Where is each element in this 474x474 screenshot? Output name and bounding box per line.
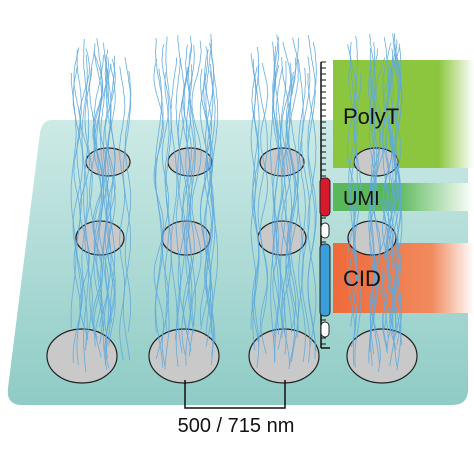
oligo-strand: [185, 64, 193, 329]
capture-spot: [148, 328, 220, 384]
oligo-strand: [383, 48, 394, 334]
oligo-strand: [185, 44, 192, 366]
oligo-strand: [84, 68, 93, 351]
oligo-strand: [155, 37, 164, 368]
oligo-strand: [122, 57, 132, 361]
oligo-strand: [272, 34, 280, 335]
umi-segment: [319, 177, 331, 217]
oligo-strand: [81, 54, 88, 346]
oligo-strand: [369, 48, 376, 367]
oligo-strand: [88, 43, 96, 347]
oligo-strand: [260, 62, 269, 355]
oligo-strand: [348, 67, 356, 335]
oligo-strand: [76, 49, 82, 365]
oligo-strand: [93, 50, 103, 333]
oligo-strand: [181, 66, 191, 355]
oligo-strand: [381, 68, 390, 354]
oligo-strand: [381, 37, 390, 338]
oligo-strand: [210, 39, 219, 328]
oligo-strand: [368, 63, 378, 364]
oligo-strand: [281, 41, 292, 333]
oligo-strand: [83, 38, 90, 372]
oligo-strand: [191, 40, 202, 326]
oligo-strand: [204, 49, 213, 335]
cid-label: CID: [343, 266, 381, 291]
oligo-strand: [375, 57, 387, 331]
polyt-label: PolyT: [343, 104, 399, 129]
oligo-strand: [288, 37, 299, 332]
capture-spot: [346, 328, 418, 384]
oligo-strand: [286, 57, 297, 328]
oligo-strand: [354, 73, 362, 368]
oligo-strand: [153, 58, 164, 360]
oligo-strand: [272, 64, 283, 338]
oligo-strand: [373, 48, 381, 364]
oligo-strand: [177, 35, 186, 354]
oligo-strand: [98, 56, 109, 328]
oligo-strand: [307, 72, 317, 347]
oligo-strand: [102, 67, 109, 353]
oligo-strand: [301, 56, 311, 363]
oligo-strand: [394, 43, 402, 371]
oligo-strand: [298, 67, 306, 362]
oligo-strand: [124, 71, 132, 333]
oligo-strand: [285, 71, 296, 370]
oligo-strand: [164, 72, 170, 370]
oligo-strand: [274, 46, 282, 362]
oligo-strand: [285, 62, 293, 333]
oligo-strand: [307, 34, 316, 360]
umi-label: UMI: [343, 188, 380, 210]
oligo-strand: [251, 66, 260, 343]
spacing-bracket: [184, 380, 286, 409]
linker-segment: [320, 222, 330, 239]
oligo-strand: [119, 66, 126, 361]
oligo-strand: [104, 49, 111, 365]
spacing-label: 500 / 715 nm: [178, 415, 295, 437]
oligo-strand: [92, 53, 104, 339]
oligo-strand: [257, 64, 268, 347]
oligo-strand: [392, 33, 399, 367]
oligo-strand: [252, 59, 260, 351]
capture-spot: [46, 328, 118, 384]
oligo-strand: [70, 72, 77, 329]
oligo-strand: [102, 42, 112, 370]
oligo-strand: [387, 39, 398, 334]
cid-segment: [319, 243, 331, 317]
oligo-strand: [296, 59, 304, 339]
oligo-strand: [93, 72, 104, 358]
oligo-strand: [161, 44, 170, 366]
anchor-segment: [320, 321, 330, 338]
oligo-strand: [73, 47, 81, 327]
oligo-strand: [290, 37, 299, 363]
oligo-strand: [390, 47, 402, 324]
oligo-strand: [165, 36, 172, 331]
oligo-strand: [347, 44, 357, 348]
oligo-probe-icon: [319, 177, 331, 349]
oligo-strands: [70, 33, 403, 372]
oligo-strand: [272, 36, 280, 343]
oligo-strand: [280, 60, 287, 355]
oligo-strand: [107, 63, 116, 346]
oligo-strand: [204, 43, 215, 356]
oligo-strand: [275, 67, 286, 350]
oligo-strand: [170, 57, 178, 340]
oligo-strand: [205, 33, 212, 334]
